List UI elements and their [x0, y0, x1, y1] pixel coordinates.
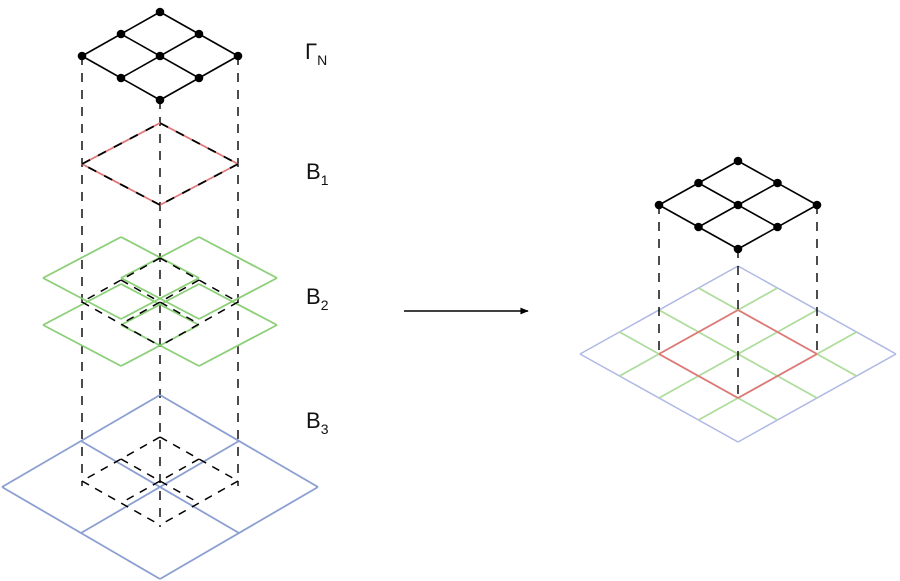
gamma-node-0-0: [155, 7, 165, 17]
combined-gamma-node-2-2: [733, 244, 743, 254]
gamma-node-0-1: [116, 29, 126, 39]
combined-gamma-node-0-2: [654, 200, 664, 210]
label-b1: B1: [306, 159, 329, 188]
b1-edge-dash-0: [159, 122, 239, 165]
combined-red-2: [658, 353, 739, 399]
b3-grid-u2: [1, 486, 161, 580]
b2-green-3-3: [120, 283, 200, 326]
combined-gamma-node-0-1: [694, 178, 703, 188]
b3-grid-v2: [159, 486, 319, 580]
combined-projection-lines: [658, 205, 818, 398]
combined-gamma-node-1-0: [773, 178, 782, 188]
gamma-node-1-2: [116, 73, 126, 83]
b2-green-1-0: [198, 236, 278, 279]
layer-b3: [1, 394, 319, 580]
label-b2: B2: [306, 284, 329, 313]
combined-gamma-node-0-0: [733, 156, 743, 166]
b2-green-0-2: [42, 277, 122, 320]
layer-b2: [42, 236, 278, 367]
combined-gamma-node-1-1: [733, 200, 743, 210]
exploded-layer-stack: [1, 7, 319, 580]
combined-gamma-node-2-0: [812, 200, 822, 210]
gamma-node-2-0: [233, 51, 243, 61]
combined-red-1: [737, 353, 818, 399]
label-b3: B3: [306, 408, 329, 437]
b2-green-0-3: [42, 236, 122, 279]
gamma-node-1-1: [155, 51, 165, 61]
b2-green-3-1: [198, 324, 278, 367]
combined-gamma-n-layer: [654, 156, 822, 254]
b2-green-1-1: [198, 277, 278, 320]
gamma-node-2-1: [194, 73, 204, 83]
b2-green-2-3: [42, 283, 122, 326]
gamma-node-1-0: [194, 29, 204, 39]
gamma-node-2-2: [155, 95, 165, 105]
combined-grid: [579, 156, 897, 443]
combined-gamma-node-1-2: [694, 222, 703, 232]
combined-red-0: [737, 309, 818, 355]
combined-red-3: [658, 309, 739, 355]
b2-green-1-3: [120, 236, 200, 279]
b1-edge-dash-3: [81, 122, 161, 165]
projection-lines: [81, 56, 239, 527]
b2-green-3-0: [198, 283, 278, 326]
combined-gamma-node-2-1: [773, 222, 782, 232]
b1-edge-dash-2: [81, 163, 161, 206]
gamma-node-0-2: [77, 51, 87, 61]
b3-grid-v1: [80, 440, 240, 534]
layer-gamma-n: [77, 7, 243, 105]
b2-green-2-2: [42, 324, 122, 367]
b1-edge-dash-1: [159, 163, 239, 206]
b2-green-1-2: [120, 277, 200, 320]
b2-green-3-2: [120, 324, 200, 367]
layer-b1: [81, 122, 239, 206]
label-gamma-n: ΓN: [305, 39, 327, 68]
